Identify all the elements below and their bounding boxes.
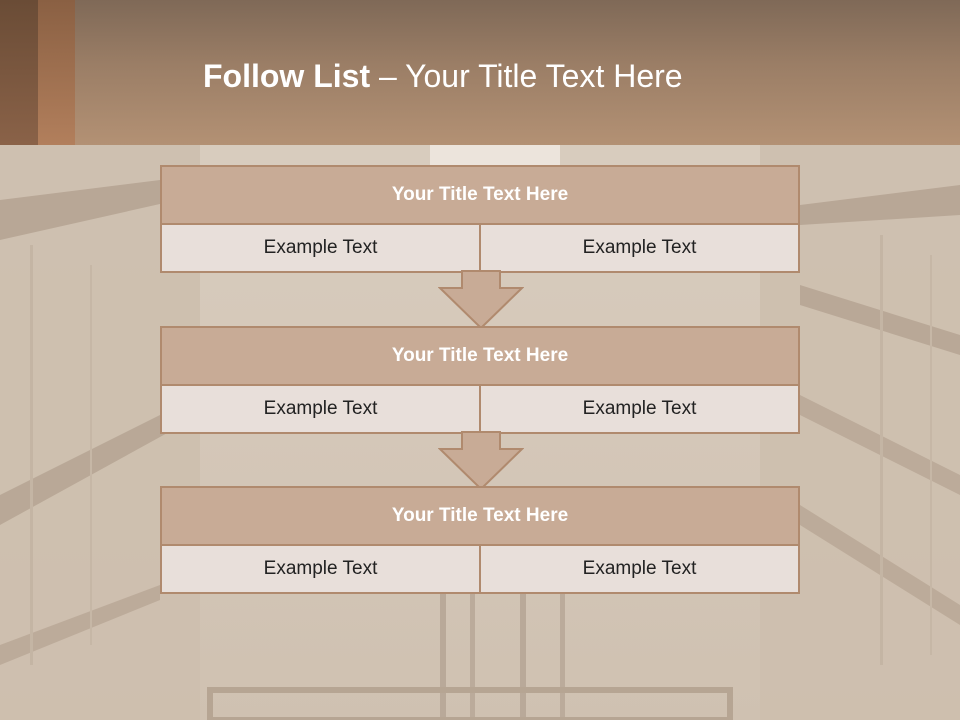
header-accent-light: [38, 0, 75, 145]
flow-step-right-text: Example Text: [479, 546, 798, 592]
down-arrow-icon: [438, 431, 524, 491]
slide-title-rest: – Your Title Text Here: [370, 58, 683, 94]
flow-step-title: Your Title Text Here: [162, 488, 798, 546]
flow-step-right-text: Example Text: [479, 225, 798, 271]
flow-step-2[interactable]: Your Title Text Here Example Text Exampl…: [160, 326, 800, 434]
flow-step-3[interactable]: Your Title Text Here Example Text Exampl…: [160, 486, 800, 594]
flow-step-title: Your Title Text Here: [162, 167, 798, 225]
header-accent-dark: [0, 0, 38, 145]
flow-step-left-text: Example Text: [162, 546, 479, 592]
header-band: Follow List – Your Title Text Here: [0, 0, 960, 145]
slide-title[interactable]: Follow List – Your Title Text Here: [203, 54, 683, 98]
down-arrow-icon: [438, 270, 524, 330]
flow-step-right-text: Example Text: [479, 386, 798, 432]
flow-step-left-text: Example Text: [162, 386, 479, 432]
flow-step-row: Example Text Example Text: [162, 225, 798, 271]
flow-step-row: Example Text Example Text: [162, 546, 798, 592]
flow-step-title: Your Title Text Here: [162, 328, 798, 386]
flow-step-row: Example Text Example Text: [162, 386, 798, 432]
slide-title-bold: Follow List: [203, 58, 371, 94]
flow-step-1[interactable]: Your Title Text Here Example Text Exampl…: [160, 165, 800, 273]
flow-step-left-text: Example Text: [162, 225, 479, 271]
